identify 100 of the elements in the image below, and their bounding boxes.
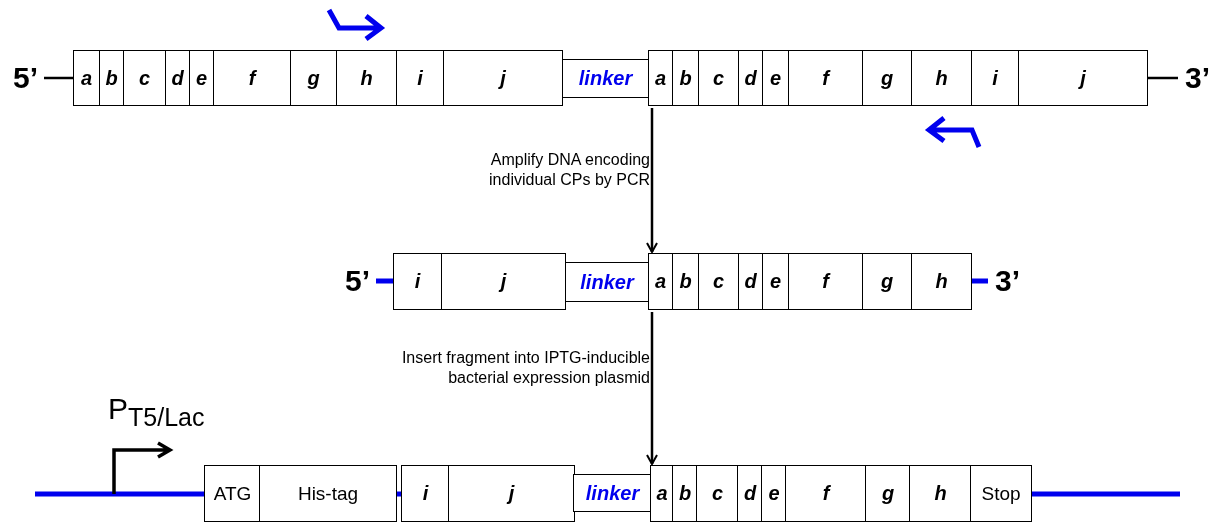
gene-segment-box (762, 50, 789, 106)
segment-label: g (880, 66, 894, 90)
gene-segment-box (189, 50, 214, 106)
gene-segment-box (696, 465, 739, 522)
gene-segment-box (862, 50, 912, 106)
segment-label: linker (585, 481, 640, 505)
gene-segment-box (672, 253, 699, 310)
segment-label: b (678, 482, 692, 505)
process-step-arrow (646, 108, 658, 253)
strand-end-label: 3’ (1180, 59, 1215, 97)
segment-label: linker (580, 270, 634, 294)
gene-segment-box (909, 465, 972, 522)
segment-label: c (711, 482, 724, 505)
segment-label: j (500, 270, 507, 293)
gene-segment-box (336, 50, 397, 106)
segment-label: i (417, 66, 423, 90)
gene-segment-box (672, 50, 699, 106)
segment-label: j (508, 482, 515, 505)
dna-strand-line (376, 278, 393, 284)
gene-segment-box (738, 253, 763, 310)
segment-label: c (138, 66, 151, 90)
segment-label: d (744, 270, 757, 293)
gene-segment-box (911, 50, 972, 106)
linker-segment-box (565, 262, 649, 302)
segment-label: e (769, 66, 782, 90)
dna-strand-line (1147, 76, 1178, 80)
gene-segment-box (73, 50, 100, 106)
gene-segment-box (213, 50, 291, 106)
linker-segment-box (562, 59, 649, 98)
segment-label: g (881, 482, 895, 505)
segment-label: f (248, 66, 256, 90)
segment-label: h (934, 482, 947, 505)
gene-segment-box (865, 465, 911, 522)
segment-label: ATG (213, 482, 252, 505)
segment-label: g (307, 66, 320, 90)
segment-label: j (500, 66, 506, 90)
gene-segment-box (648, 253, 673, 310)
gene-segment-box (443, 50, 563, 106)
gene-segment-box (204, 465, 261, 522)
gene-segment-box (788, 253, 863, 310)
segment-label: a (654, 66, 667, 90)
gene-segment-box (698, 50, 739, 106)
gene-segment-box (785, 465, 867, 522)
segment-label: i (992, 66, 998, 90)
dna-strand-line (971, 278, 988, 284)
segment-label: His-tag (297, 482, 359, 505)
segment-label: h (360, 66, 373, 90)
segment-label: e (769, 270, 782, 293)
segment-label: j (1080, 66, 1086, 90)
segment-label: Stop (981, 482, 1021, 505)
gene-segment-box (911, 253, 972, 310)
gene-segment-box (290, 50, 337, 106)
segment-label: linker (578, 67, 633, 90)
gene-segment-box (401, 465, 450, 522)
segment-label: d (743, 482, 757, 505)
edge-label: Insert fragment into IPTG-inducible bacterial expression plasmid (400, 348, 650, 388)
segment-label: f (822, 66, 829, 90)
gene-segment-box (123, 50, 166, 106)
segment-label: e (195, 66, 208, 90)
gene-segment-box (762, 253, 789, 310)
gene-segment-box (441, 253, 566, 310)
segment-label: h (935, 270, 948, 293)
dna-strand-line (44, 76, 73, 80)
segment-label: c (712, 66, 725, 90)
segment-label: a (654, 270, 667, 293)
segment-label: a (80, 66, 93, 90)
promoter-label: P$_{T5/Lac}$ (108, 392, 205, 432)
segment-label: b (105, 66, 118, 90)
linker-segment-box (573, 474, 652, 512)
gene-segment-box (1018, 50, 1148, 106)
gene-segment-box (672, 465, 698, 522)
gene-segment-box (737, 465, 763, 522)
process-step-arrow (646, 312, 658, 465)
segment-label: h (935, 66, 948, 90)
strand-end-label: 5’ (8, 59, 43, 97)
gene-segment-box (99, 50, 124, 106)
strand-end-label: 3’ (990, 262, 1025, 300)
segment-label: g (880, 270, 894, 293)
gene-segment-box (650, 465, 674, 522)
strand-end-label: 5’ (340, 262, 375, 300)
segment-label: i (422, 482, 429, 505)
segment-label: c (712, 270, 725, 293)
gene-segment-box (971, 50, 1019, 106)
gene-segment-box (259, 465, 397, 522)
segment-label: b (679, 270, 692, 293)
segment-label: b (679, 66, 692, 90)
gene-segment-box (862, 253, 912, 310)
gene-segment-box (970, 465, 1032, 522)
gene-segment-box (448, 465, 575, 522)
segment-label: i (414, 270, 421, 293)
gene-segment-box (393, 253, 442, 310)
segment-label: e (768, 482, 780, 505)
gene-segment-box (761, 465, 787, 522)
gene-segment-box (396, 50, 444, 106)
segment-label: f (822, 482, 830, 505)
segment-label: d (744, 66, 757, 90)
gene-segment-box (788, 50, 863, 106)
segment-label: d (171, 66, 184, 90)
gene-segment-box (698, 253, 739, 310)
segment-label: f (822, 270, 829, 293)
